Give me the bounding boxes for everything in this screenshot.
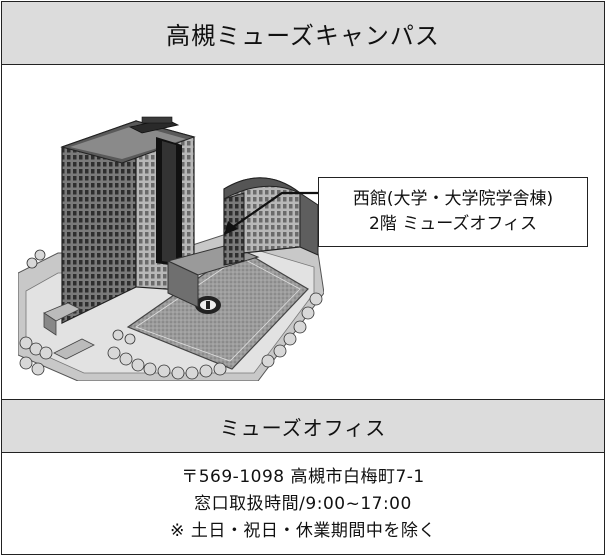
office-hours: 窓口取扱時間/9:00~17:00 bbox=[194, 494, 412, 514]
office-heading: ミューズオフィス bbox=[2, 399, 604, 453]
campus-map-panel: 西館(大学・大学院学舎棟) 2階 ミューズオフィス bbox=[2, 65, 604, 399]
building-callout: 西館(大学・大学院学舎棟) 2階 ミューズオフィス bbox=[318, 177, 588, 247]
office-note: ※ 土日・祝日・休業期間中を除く bbox=[170, 521, 436, 541]
campus-title: 高槻ミューズキャンパス bbox=[2, 2, 604, 65]
campus-illustration bbox=[18, 116, 324, 381]
office-heading-text: ミューズオフィス bbox=[219, 415, 387, 440]
pointer-arrow-icon bbox=[224, 191, 320, 235]
office-address: 〒569-1098 高槻市白梅町7-1 bbox=[181, 467, 425, 487]
building-callout-line1: 西館(大学・大学院学舎棟) bbox=[352, 189, 554, 209]
building-callout-line2: 2階 ミューズオフィス bbox=[368, 214, 538, 234]
campus-title-text: 高槻ミューズキャンパス bbox=[166, 21, 440, 50]
office-info: 〒569-1098 高槻市白梅町7-1 窓口取扱時間/9:00~17:00 ※ … bbox=[2, 453, 604, 556]
